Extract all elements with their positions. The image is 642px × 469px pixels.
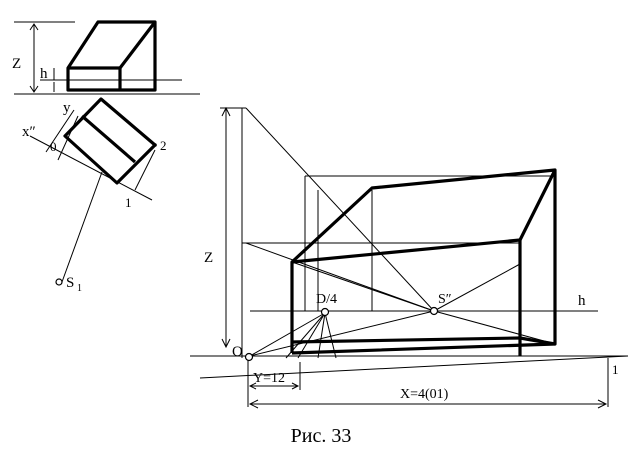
label-one-small: 1 [125, 195, 132, 210]
label-y12: Y=12 [253, 371, 285, 386]
perspective-box [290, 168, 557, 356]
label-z-big: Z [204, 250, 213, 266]
label-d4: D/4 [316, 292, 337, 307]
label-s1: S [66, 275, 74, 291]
label-s1-sub: 1 [77, 283, 82, 294]
label-y: y [63, 100, 71, 116]
label-zero: 0 [50, 139, 57, 154]
label-z-top: Z [12, 56, 21, 72]
label-h-top: h [40, 66, 48, 82]
construction-lines [190, 106, 629, 409]
label-one-right: 1 [612, 362, 619, 377]
label-h-right: h [578, 293, 586, 309]
label-s-double-prime: S″ [438, 292, 452, 307]
figure-caption: Рис. 33 [290, 425, 352, 447]
elevation-outline [66, 20, 157, 92]
plan-view [29, 109, 156, 283]
elevation-view [14, 21, 200, 95]
label-x-double-prime: x″ [22, 124, 36, 140]
plan-square [63, 97, 157, 185]
label-x401: X=4(01) [400, 387, 449, 402]
label-two-small: 2 [160, 138, 167, 153]
label-o: O [232, 344, 243, 360]
